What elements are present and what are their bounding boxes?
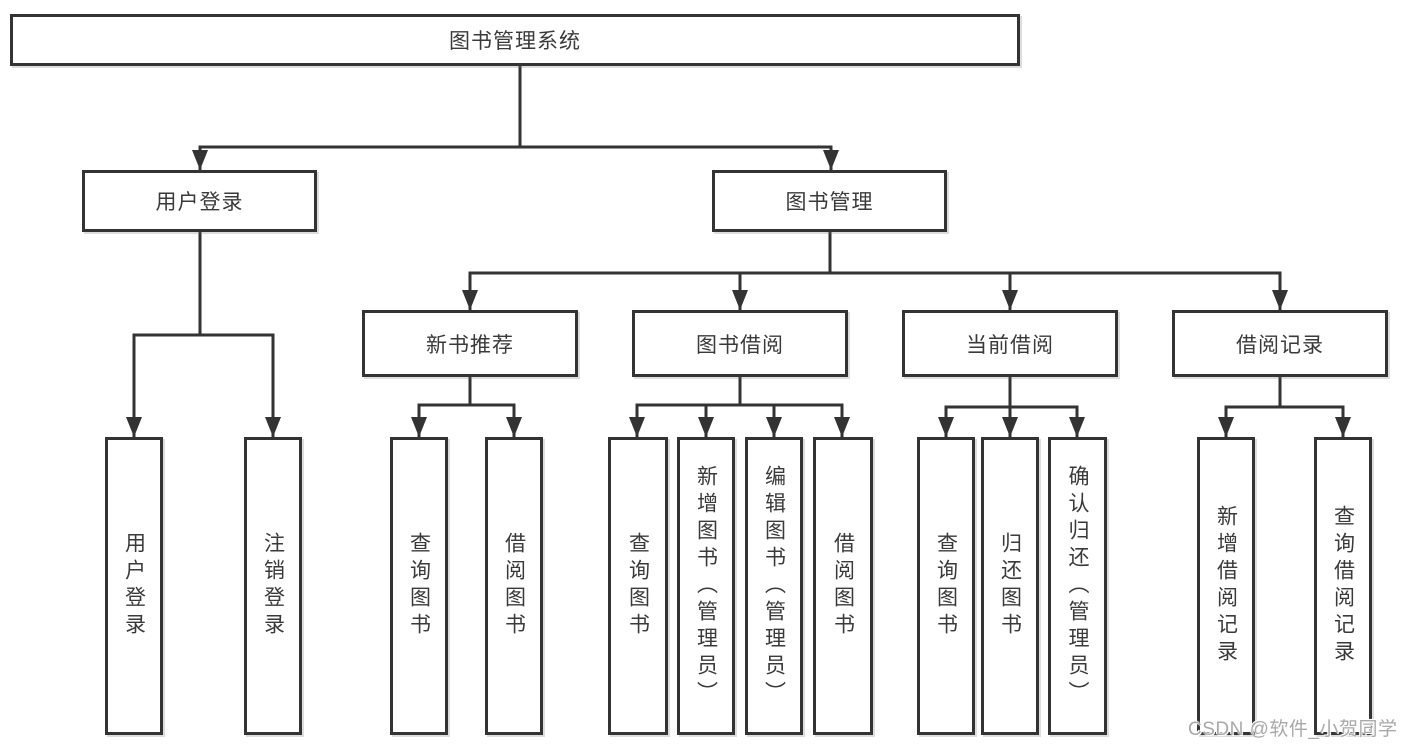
leaf-return-book: 归还图书 [981,437,1039,735]
leaf-query-books-current: 查询图书 [917,437,975,735]
node-library-management-system: 图书管理系统 [10,14,1020,66]
leaf-logout-login: 注销登录 [244,437,302,735]
leaf-borrow-books-borrow: 借阅图书 [813,437,873,735]
csdn-watermark: CSDN @软件_小贺同学 [1188,719,1398,740]
leaf-edit-book-admin: 编辑图书（管理员） [745,437,803,735]
node-book-borrow: 图书借阅 [632,310,848,377]
leaf-query-books-borrow: 查询图书 [608,437,668,735]
leaf-add-borrow-record: 新增借阅记录 [1197,437,1255,735]
leaf-add-book-admin: 新增图书（管理员） [677,437,735,735]
node-current-borrow: 当前借阅 [902,310,1118,377]
node-new-book-recommend: 新书推荐 [362,310,578,377]
node-book-management: 图书管理 [712,170,947,232]
node-borrow-records: 借阅记录 [1172,310,1388,377]
leaf-query-books-recommend: 查询图书 [390,437,448,735]
node-user-login: 用户登录 [82,170,317,232]
leaf-user-login: 用户登录 [105,437,163,735]
leaf-borrow-books-recommend: 借阅图书 [485,437,543,735]
leaf-confirm-return-admin: 确认归还（管理员） [1048,437,1107,735]
leaf-query-borrow-record: 查询借阅记录 [1314,437,1372,735]
